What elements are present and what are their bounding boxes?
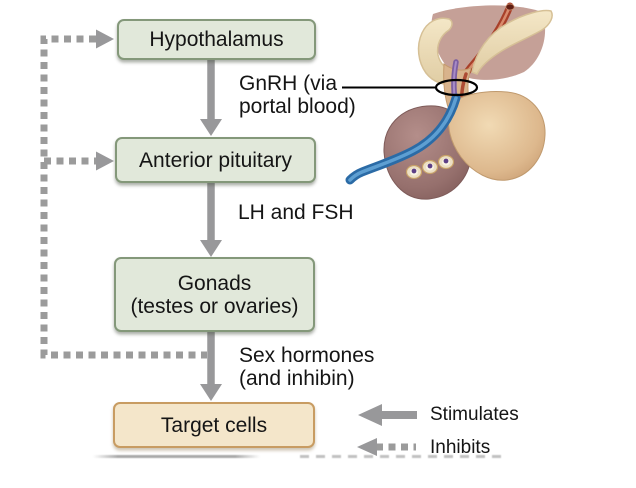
arrow-hypothalamus-to-pituitary <box>200 59 222 136</box>
node-target-cells: Target cells <box>113 402 315 448</box>
legend-stimulates-label: Stimulates <box>430 404 519 425</box>
legend-inhibits-arrow <box>357 438 416 456</box>
pituitary-illustration <box>345 2 553 200</box>
node-hypothalamus-label: Hypothalamus <box>149 28 284 51</box>
edge-label-sex-hormones: Sex hormones (and inhibin) <box>239 344 374 390</box>
node-gonads-sublabel: (testes or ovaries) <box>130 294 299 318</box>
legend-inhibits-label: Inhibits <box>430 437 491 458</box>
legend-stimulates-arrow <box>358 404 417 426</box>
edge-label-lh-fsh: LH and FSH <box>238 201 354 224</box>
bone-wedge-shape <box>471 9 553 75</box>
node-gonads: Gonads (testes or ovaries) <box>114 257 315 332</box>
node-hypothalamus: Hypothalamus <box>117 19 316 60</box>
node-anterior-pituitary: Anterior pituitary <box>115 137 316 183</box>
edge-label-sex-hormones-line2: (and inhibin) <box>239 367 355 390</box>
arrow-gonads-to-target <box>200 331 222 401</box>
posterior-lobe-shape <box>447 91 546 181</box>
node-target-cells-label: Target cells <box>160 413 268 437</box>
stalk-ellipse-marker <box>434 78 479 97</box>
edge-label-sex-hormones-line1: Sex hormones <box>239 344 375 367</box>
inhibit-feedback-path <box>40 29 207 359</box>
edge-label-gnrh: GnRH (via portal blood) <box>239 72 356 118</box>
vein-highlight <box>348 96 458 182</box>
inhibit-arrowhead-pituitary <box>96 151 114 171</box>
secretory-cells <box>405 154 455 180</box>
node-anterior-pituitary-label: Anterior pituitary <box>139 148 292 172</box>
edge-label-gnrh-line2: portal blood) <box>239 95 356 118</box>
edge-label-lh-fsh-line1: LH and FSH <box>238 201 354 224</box>
edge-label-gnrh-line1: GnRH (via <box>239 72 338 95</box>
arrow-pituitary-to-gonads <box>200 181 222 257</box>
node-gonads-label: Gonads <box>177 271 252 295</box>
inhibit-arrowhead-hypothalamus <box>96 29 114 49</box>
artery-opening <box>505 3 515 11</box>
